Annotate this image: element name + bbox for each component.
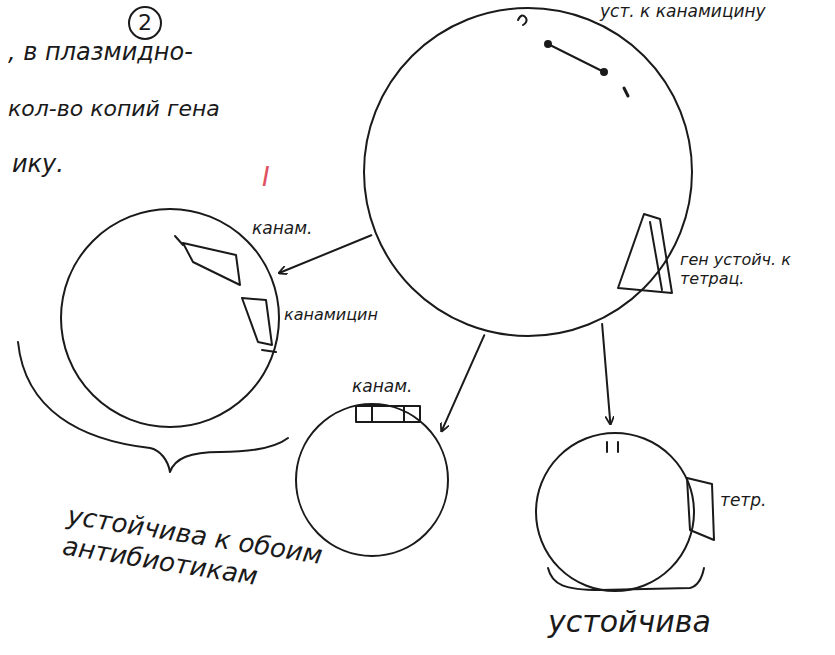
insertion-mark: [175, 236, 183, 245]
tet-gene-box: [618, 214, 672, 293]
gene-label: ген устойч. к тетрац.: [680, 250, 800, 288]
gene-label: канам.: [252, 218, 312, 238]
derivation-arrow: [279, 235, 371, 273]
kan-gene-box: [183, 243, 240, 285]
plasmid-circle: тетр.: [535, 432, 695, 592]
plasmid-outline: [60, 208, 280, 428]
note-text: кол-во копий гена: [8, 96, 220, 122]
group-bracket: [18, 342, 288, 472]
segment-end: [545, 41, 551, 47]
callout-number: 2: [128, 6, 162, 40]
insertion-mark: [606, 442, 608, 452]
plasmid-circle: уст. к канамицинуген устойч. к тетрац.: [363, 7, 693, 337]
gene-label: уст. к канамицину: [600, 1, 766, 21]
insertion-mark: [518, 15, 527, 25]
plasmid-outline: [363, 7, 693, 337]
kan-gene-inner: [403, 406, 405, 422]
derivation-arrow: [602, 324, 610, 424]
kan-gene-box: [242, 298, 272, 345]
plasmid-circle: канам.: [295, 403, 449, 557]
note-text: устойчива к обоим антибиотикам: [60, 500, 386, 612]
plasmid-outline: [535, 432, 695, 592]
plasmid-circle: канам.канамицин: [60, 208, 280, 428]
note-text: , в плазмидно-: [8, 38, 193, 67]
gene-segment: [548, 44, 604, 72]
plasmid-outline: [295, 403, 449, 557]
gene-label: канамицин: [284, 305, 378, 324]
note-text: ику.: [12, 150, 64, 179]
note-text: устойчива: [548, 604, 711, 640]
note-text: I: [262, 162, 270, 193]
insertion-mark: [617, 442, 619, 452]
insertion-mark: [624, 88, 628, 96]
gene-label: тетр.: [720, 490, 766, 510]
segment-end: [601, 69, 607, 75]
gene-label: канам.: [352, 376, 412, 396]
derivation-arrow: [442, 335, 485, 431]
kan-gene-inner: [371, 406, 373, 422]
